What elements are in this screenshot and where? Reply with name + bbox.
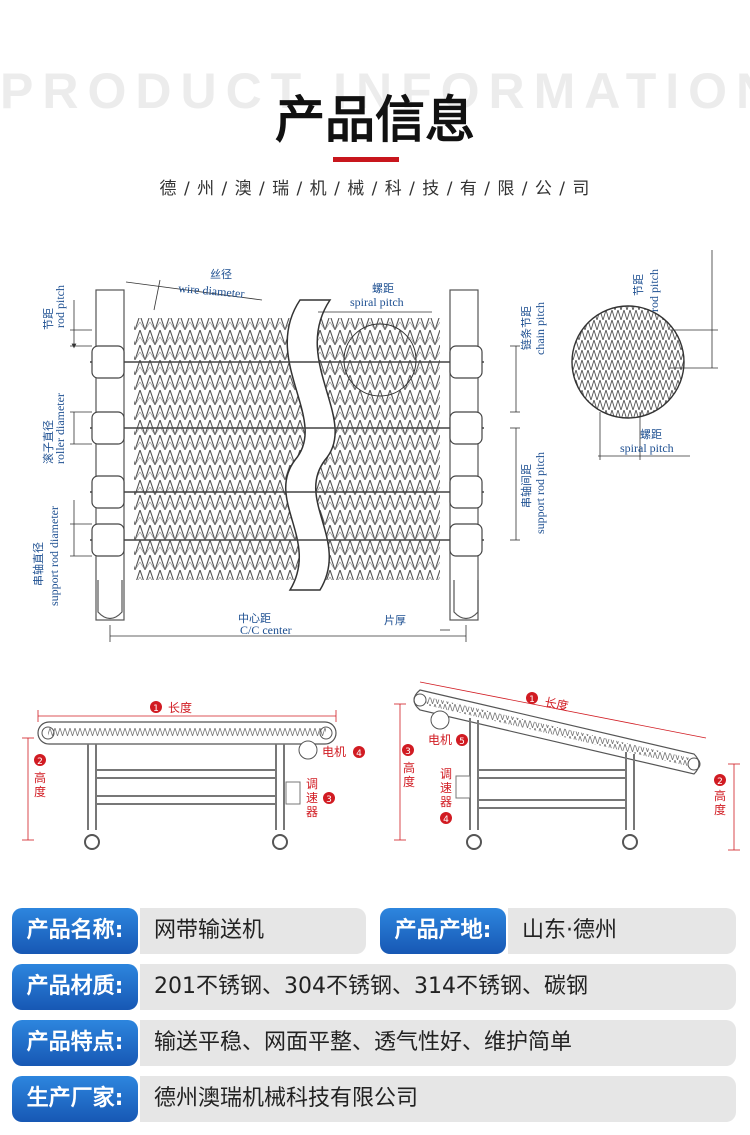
incline-speed-b: 速: [440, 781, 452, 795]
chain-pitch-cn: 链条节距: [519, 306, 533, 350]
flat-motor-label: 电机: [322, 745, 346, 759]
features-value: 输送平稳、网面平整、透气性好、维护简单: [140, 1020, 736, 1066]
background-watermark: PRODUCT INFORMATION: [0, 63, 750, 119]
material-label: 产品材质:: [12, 964, 138, 1010]
flat-height-num: 2: [37, 757, 43, 767]
name-value: 网带输送机: [140, 908, 366, 954]
flat-speed-label-c: 器: [306, 805, 318, 819]
center-cn: 中心距: [238, 612, 271, 625]
incline-motor-label: 电机: [428, 733, 452, 747]
incline-height-right-b: 度: [714, 802, 726, 817]
incline-height-left-a: 高: [403, 760, 415, 775]
wire-diameter-en: wire diameter: [178, 281, 245, 301]
flat-conveyor-drawing: 1 长度 2 高 度 调 速 器 3 电机 4: [22, 700, 365, 850]
incline-height-left-num: 3: [405, 747, 411, 757]
incline-motor-num: 5: [459, 737, 465, 747]
flat-length-label: 长度: [168, 700, 192, 715]
flat-height-label-b: 度: [34, 784, 46, 799]
support-rod-pitch-cn: 串轴间距: [519, 464, 533, 508]
mesh-detail-circle: 节距 rod pitch 螺距 spiral pitch: [571, 250, 718, 460]
plate-thickness-cn: 片厚: [384, 614, 406, 627]
roller-diameter-cn: 滚子直径: [41, 420, 55, 464]
page-title: 产品信息: [275, 91, 475, 149]
chain-pitch-en: chain pitch: [533, 302, 547, 355]
detail-spiral-pitch-en: spiral pitch: [620, 441, 674, 455]
incline-speed-num: 4: [443, 815, 449, 825]
flat-length-num: 1: [153, 704, 159, 714]
material-value: 201不锈钢、304不锈钢、314不锈钢、碳钢: [140, 964, 736, 1010]
center-en: C/C center: [240, 623, 292, 637]
incline-height-right-a: 高: [714, 788, 726, 803]
rod-pitch-cn: 节距: [42, 308, 55, 330]
features-label: 产品特点:: [12, 1020, 138, 1066]
incline-speed-c: 器: [440, 795, 452, 809]
detail-spiral-pitch-cn: 螺距: [640, 428, 662, 441]
company-subtitle: 德 / 州 / 澳 / 瑞 / 机 / 械 / 科 / 技 / 有 / 限 / …: [159, 179, 591, 199]
origin-label: 产品产地:: [380, 908, 506, 954]
incline-conveyor-drawing: 1 长度 3 高 度 2 高 度 电机 5 调 速 器 4: [394, 681, 740, 851]
incline-speed-a: 调: [440, 767, 452, 781]
maker-value: 德州澳瑞机械科技有限公司: [140, 1076, 736, 1122]
title-underline: [333, 157, 399, 162]
left-chain: [95, 289, 125, 621]
support-rod-diameter-en: support rod diameter: [47, 506, 61, 606]
mesh-belt-topview: 丝径 wire diameter 螺距 spiral pitch 中心距 C/C…: [31, 268, 547, 642]
support-rod-diameter-cn: 串轴直径: [31, 542, 45, 586]
spiral-pitch-en: spiral pitch: [350, 295, 404, 309]
origin-value: 山东·德州: [508, 908, 736, 954]
incline-height-right-num: 2: [717, 777, 723, 787]
rod-pitch-en: rod pitch: [53, 285, 67, 328]
right-chain: [449, 289, 479, 621]
flat-speed-num: 3: [326, 795, 332, 805]
roller-diameter-en: roller diameter: [53, 393, 67, 464]
flat-height-label-a: 高: [34, 770, 46, 785]
name-label: 产品名称:: [12, 908, 138, 954]
flat-speed-label-b: 速: [306, 791, 318, 805]
detail-rod-pitch-en: rod pitch: [647, 269, 661, 312]
flat-motor-num: 4: [356, 749, 362, 759]
incline-length-label: 长度: [543, 694, 569, 713]
break-curve: [285, 299, 336, 591]
maker-label: 生产厂家:: [12, 1076, 138, 1122]
incline-height-left-b: 度: [403, 774, 415, 789]
spiral-pitch-cn: 螺距: [372, 282, 394, 295]
flat-speed-label-a: 调: [306, 777, 318, 791]
support-rod-pitch-en: support rod pitch: [533, 452, 547, 534]
wire-diameter-cn: 丝径: [210, 268, 232, 281]
detail-rod-pitch-cn: 节距: [632, 274, 645, 296]
incline-length-num: 1: [529, 695, 535, 705]
